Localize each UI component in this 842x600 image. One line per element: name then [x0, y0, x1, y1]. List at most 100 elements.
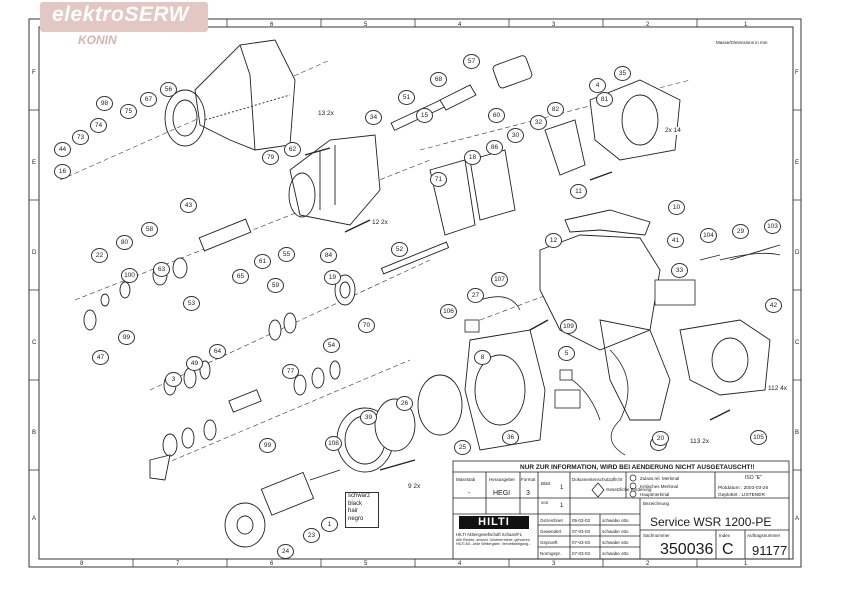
sheet-header: Blatt [541, 481, 551, 486]
wire-color: negro [348, 515, 364, 522]
part-callout: 64 [209, 344, 226, 359]
part-callout: 113 2x [690, 438, 710, 446]
col-label: 2 [646, 22, 650, 28]
part-callout: 39 [360, 410, 377, 425]
part-callout: 65 [232, 269, 249, 284]
part-callout: 67 [140, 92, 157, 107]
part-callout: 36 [502, 430, 519, 445]
part-callout: 15 [416, 108, 433, 123]
row-label: F [795, 70, 799, 76]
part-callout: 53 [183, 296, 200, 311]
col-label: 8 [80, 561, 84, 567]
part-callout: 51 [398, 90, 415, 105]
part-callout: 24 [277, 544, 294, 559]
symbol-main: Hauptmerkmal [640, 492, 670, 497]
part-callout: 44 [54, 142, 71, 157]
col-label: 5 [364, 22, 368, 28]
order-number: 91177 [752, 543, 788, 558]
part-callout: 112 4x [768, 385, 788, 393]
part-callout: 42 [765, 298, 782, 313]
part-callout: 82 [547, 102, 564, 117]
symbol-circles [629, 474, 637, 498]
approval-date: 07-03-03 [572, 529, 591, 534]
part-callout: 55 [278, 247, 295, 262]
part-callout: 5 [558, 346, 575, 361]
format-value: 3 [526, 490, 530, 497]
part-callout: 106 [440, 304, 457, 319]
copyright-note: Alle Rechte, einschl. Urheberrechte, geh… [456, 538, 531, 547]
part-callout: 103 [764, 219, 781, 234]
part-callout: 10 [668, 200, 685, 215]
part-callout: 86 [486, 140, 503, 155]
wire-color-legend: schwarz black hair negro [345, 492, 379, 528]
issued-header: Herausgeber [489, 477, 516, 482]
part-callout: 32 [530, 115, 547, 130]
part-callout: 71 [430, 172, 447, 187]
sheet-value: 1 [560, 485, 564, 491]
part-callout: 61 [254, 254, 271, 269]
part-callout: 43 [180, 198, 197, 213]
col-label: 1 [744, 22, 748, 28]
symbol-additional: Zulass.rel. Merkmal [640, 476, 680, 481]
part-callout: 75 [120, 104, 137, 119]
row-label: B [795, 430, 799, 436]
part-callout: 58 [141, 222, 158, 237]
part-callout: 99 [118, 330, 135, 345]
part-callout: 12 [545, 233, 562, 248]
col-label: 6 [270, 22, 274, 28]
part-callout: 80 [116, 235, 133, 250]
title-block-frame [452, 460, 790, 560]
index-label: Index [719, 533, 731, 538]
part-callout: 8 [474, 350, 491, 365]
armature-part [224, 329, 546, 548]
col-label: 4 [458, 22, 462, 28]
legal-header: Gesetzliche Forderung [606, 487, 652, 492]
row-label: C [795, 340, 800, 346]
part-callout: 52 [391, 242, 408, 257]
approval-label: Geaendert [540, 529, 562, 534]
symbol-critical: Kritisches Merkmal [640, 484, 679, 489]
row-label: E [32, 160, 36, 166]
index-value: C [722, 541, 734, 558]
col-label: 1 [744, 561, 748, 567]
part-callout: 29 [732, 224, 749, 239]
approval-label: Normgepr. [540, 551, 562, 556]
switch-cable-part [464, 252, 781, 456]
watermark-city: KONIN [78, 33, 117, 47]
row-label: D [32, 250, 37, 256]
part-callout: 70 [358, 318, 375, 333]
wire-color: black [348, 500, 363, 507]
watermark-brand: elektroSERW [52, 3, 189, 26]
approval-label: Gezeichnet [540, 518, 563, 523]
col-label: 4 [458, 561, 462, 567]
part-callout: 84 [320, 248, 337, 263]
part-callout: 16 [54, 164, 71, 179]
part-callout: 57 [463, 54, 480, 69]
col-label: 2 [646, 561, 650, 567]
part-callout: 68 [430, 72, 447, 87]
approval-name: schwabe otto [602, 540, 629, 545]
part-callout: 19 [324, 270, 341, 285]
company-name: HILTI Aktiengesellschaft Schaan/FL [456, 532, 523, 537]
row-label: A [32, 516, 36, 522]
spindle-parts [83, 55, 533, 481]
part-callout: 12 2x [372, 219, 388, 227]
part-callout: 2x 14 [665, 127, 681, 135]
motor-housing-part [164, 39, 296, 151]
approval-label: Geprueft [540, 540, 558, 545]
drawing-number: 350036 [660, 541, 714, 558]
part-callout: 81 [596, 92, 613, 107]
part-callout: 4 [589, 78, 606, 93]
approval-date: 07-03-03 [572, 540, 591, 545]
part-callout: 1 [321, 517, 338, 532]
col-label: 3 [552, 22, 556, 28]
scale-value: - [468, 490, 471, 497]
part-callout: 54 [323, 338, 340, 353]
part-callout: 74 [90, 118, 107, 133]
part-callout: 20 [652, 431, 669, 446]
part-callout: 73 [72, 130, 89, 145]
approval-name: schwabe otto [602, 529, 629, 534]
col-label: 5 [364, 561, 368, 567]
designation-label: Bezeichnung [643, 501, 670, 506]
part-callout: 60 [488, 108, 505, 123]
